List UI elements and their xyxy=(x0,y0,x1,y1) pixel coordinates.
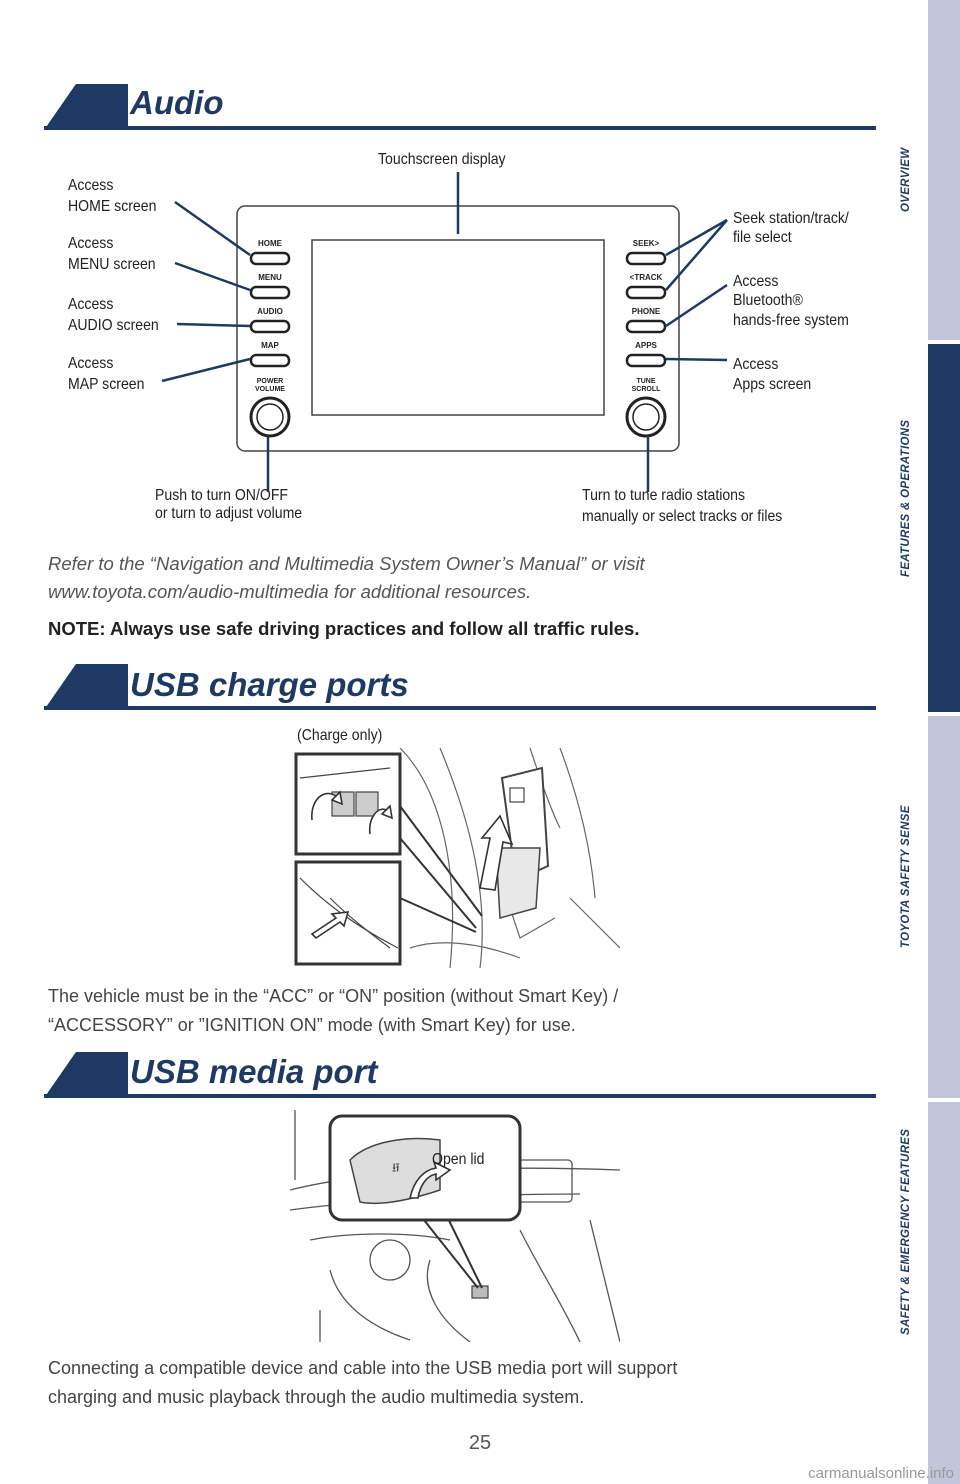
refer-text-line2: www.toyota.com/audio-multimedia for addi… xyxy=(48,581,532,602)
tune-label-line1: Turn to tune radio stations xyxy=(582,487,746,504)
charge-only-label: (Charge only) xyxy=(297,727,383,744)
apps-button-label: APPS xyxy=(635,341,657,350)
track-button-label: <TRACK xyxy=(630,273,663,282)
audio-label-line1: Access xyxy=(68,296,114,313)
audio-head-unit-diagram: HOME MENU AUDIO MAP POWER VOLUME SEEK> <… xyxy=(161,172,728,492)
phone-button-label: PHONE xyxy=(632,307,661,316)
watermark: carmanualsonline.info xyxy=(808,1465,954,1482)
menu-button-label: MENU xyxy=(258,273,282,282)
usb-charge-text-line1: The vehicle must be in the “ACC” or “ON”… xyxy=(48,986,619,1006)
usb-media-title-rule xyxy=(44,1094,876,1098)
usb-media-title-tab xyxy=(44,1052,128,1098)
audio-label-line2: AUDIO screen xyxy=(68,317,159,334)
sidebar-label-emergency: SAFETY & EMERGENCY FEATURES xyxy=(900,1128,912,1335)
sidebar-tab-emergency[interactable] xyxy=(928,1102,960,1484)
power-label-line1: Push to turn ON/OFF xyxy=(155,487,289,504)
audio-title: Audio xyxy=(130,84,224,121)
usb-media-title: USB media port xyxy=(130,1053,378,1090)
menu-label-line1: Access xyxy=(68,235,114,252)
power-label-line2: or turn to adjust volume xyxy=(155,505,303,522)
usb-media-text-line1: Connecting a compatible device and cable… xyxy=(48,1358,678,1378)
bluetooth-label-line1: Access xyxy=(733,273,779,290)
page-number: 25 xyxy=(468,1432,492,1454)
apps-label-line2: Apps screen xyxy=(733,376,812,393)
home-label-line1: Access xyxy=(68,177,114,194)
svg-text:⭿: ⭿ xyxy=(392,1161,400,1175)
seek-label-line1: Seek station/track/ xyxy=(733,210,849,227)
open-lid-label: Open lid xyxy=(432,1151,485,1168)
home-button-label: HOME xyxy=(258,239,283,248)
usb-charge-title-rule xyxy=(44,706,876,710)
refer-text-line1: Refer to the “Navigation and Multimedia … xyxy=(48,553,645,574)
power-knob-label-2: VOLUME xyxy=(255,386,285,393)
home-label-line2: HOME screen xyxy=(68,198,157,215)
tune-label-line2: manually or select tracks or files xyxy=(582,508,783,525)
touchscreen-label: Touchscreen display xyxy=(378,151,506,168)
map-button-label: MAP xyxy=(261,341,279,350)
menu-label-line2: MENU screen xyxy=(68,256,156,273)
tune-knob-label-2: SCROLL xyxy=(632,386,662,393)
map-label-line2: MAP screen xyxy=(68,376,145,393)
usb-charge-title: USB charge ports xyxy=(130,666,409,703)
sidebar-label-safety-sense: TOYOTA SAFETY SENSE xyxy=(900,805,912,948)
section-sidebar xyxy=(928,0,960,1484)
usb-media-text-line2: charging and music playback through the … xyxy=(48,1387,585,1407)
usb-charge-text-line2: “ACCESSORY” or ”IGNITION ON” mode (with … xyxy=(48,1015,576,1035)
safety-note: NOTE: Always use safe driving practices … xyxy=(48,618,640,639)
seek-label-line2: file select xyxy=(733,229,792,246)
sidebar-tab-safety-sense[interactable] xyxy=(928,716,960,1098)
sidebar-label-overview: OVERVIEW xyxy=(900,147,912,212)
sidebar-label-features: FEATURES & OPERATIONS xyxy=(900,419,912,577)
audio-title-rule xyxy=(44,126,876,130)
usb-charge-ports-illustration xyxy=(294,748,620,969)
sidebar-tab-features[interactable] xyxy=(928,344,960,712)
tune-knob-label-1: TUNE xyxy=(636,378,655,385)
power-knob-label-1: POWER xyxy=(257,378,283,385)
bluetooth-label-line3: hands-free system xyxy=(733,312,849,329)
usb-media-port-illustration: ⭿ xyxy=(290,1110,620,1342)
left-button-column xyxy=(249,251,291,368)
audio-title-tab xyxy=(44,84,128,130)
bluetooth-label-line2: Bluetooth® xyxy=(733,292,803,309)
apps-label-line1: Access xyxy=(733,356,779,373)
map-label-line1: Access xyxy=(68,355,114,372)
usb-charge-title-tab xyxy=(44,664,128,710)
sidebar-tab-overview[interactable] xyxy=(928,0,960,340)
audio-button-label: AUDIO xyxy=(257,307,283,316)
right-button-column xyxy=(625,251,667,368)
seek-button-label: SEEK> xyxy=(633,239,660,248)
